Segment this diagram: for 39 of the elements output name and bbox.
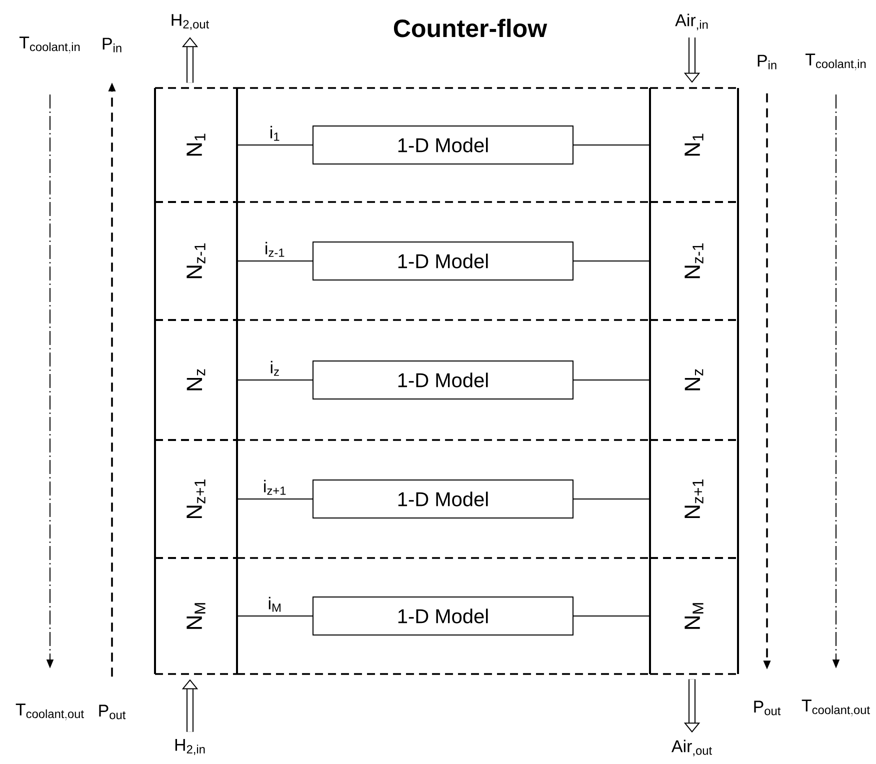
flow-label: P$_{in}$ <box>102 38 122 52</box>
model-box: 1-D Model <box>312 360 574 400</box>
flow-label: H$_{2,in}$ <box>175 739 205 755</box>
connector-line <box>236 144 313 146</box>
flow-label: P$_{in}$ <box>758 54 776 70</box>
connector-line <box>236 498 313 500</box>
flow-label: $\mathrm{T}_{\mathrm{coolant,in}}$ <box>19 36 80 54</box>
connector-line <box>573 498 650 500</box>
edge-label: i$_{z-1}$ <box>266 242 284 257</box>
flow-label: H$_{2,out}$ <box>172 14 210 30</box>
model-box: 1-D Model <box>312 242 574 280</box>
flow-label: $\mathrm{T}_{\mathrm{coolant,in}}$ <box>806 54 866 70</box>
model-box: 1-D Model <box>312 596 574 636</box>
channel-cell: N$_{1}$ <box>154 87 238 203</box>
flow-label: $\mathrm{T}_{\mathrm{coolant,out}}$ <box>16 704 84 720</box>
channel-cell: N$_{1}$ <box>649 87 739 203</box>
edge-label: i$_{1}$ <box>270 126 280 141</box>
flow-label: $\mathrm{T}_{\mathrm{coolant,out}}$ <box>802 700 870 716</box>
model-box: 1-D Model <box>312 480 574 518</box>
channel-cell: N$_{z-1}$ <box>649 201 739 321</box>
edge-label: i$_{M}$ <box>268 596 280 612</box>
model-box: 1-D Model <box>312 126 574 164</box>
channel-cell: N$_{z}$ <box>649 319 739 441</box>
title: Counter-flow <box>394 18 548 38</box>
edge-label: i$_{z}$ <box>270 360 279 376</box>
channel-cell: N$_{z-1}$ <box>154 201 238 321</box>
connector-line <box>573 260 650 262</box>
connector-line <box>236 260 313 262</box>
channel-cell: N$_{M}$ <box>649 557 739 675</box>
flow-label: Air$_{,in}$ <box>675 14 708 30</box>
flow-label: Air$_{,out}$ <box>671 740 712 756</box>
channel-cell: N$_{M}$ <box>154 557 238 675</box>
connector-line <box>573 144 650 146</box>
channel-cell: N$_{z+1}$ <box>649 439 739 559</box>
flow-label: P$_{out}$ <box>99 704 126 720</box>
channel-cell: N$_{z+1}$ <box>154 439 238 559</box>
channel-cell: N$_{z}$ <box>154 319 238 441</box>
flow-label: P$_{out}$ <box>754 700 781 716</box>
edge-label: i$_{z+1}$ <box>264 480 286 495</box>
